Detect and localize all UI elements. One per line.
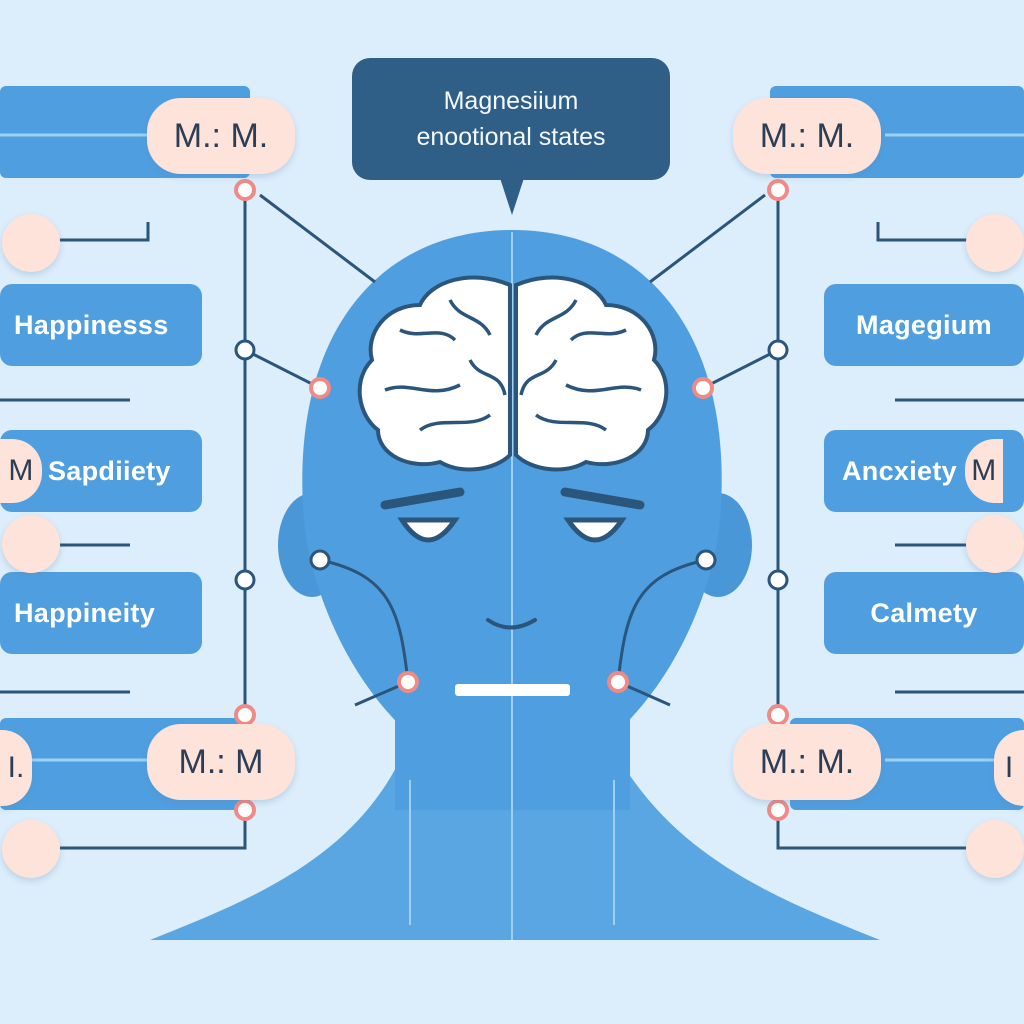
left-eye bbox=[397, 517, 460, 543]
edge-fragment-left: M bbox=[0, 439, 42, 503]
pill-bottom-left: M.: M bbox=[147, 724, 295, 800]
edge-fragment-right: M bbox=[964, 439, 1003, 503]
edge-fragment-right-bottom: I bbox=[994, 730, 1024, 806]
label-right-3: Calmety bbox=[824, 572, 1024, 654]
callout-line-2: enootional states bbox=[416, 123, 606, 151]
bubble-right-3 bbox=[966, 820, 1024, 878]
pill-top-right: M.: M. bbox=[733, 98, 881, 174]
shoulders bbox=[150, 760, 880, 940]
right-eye bbox=[563, 517, 627, 543]
label-right-1: Magegium bbox=[824, 284, 1024, 366]
label-right-2: Ancxiety M bbox=[824, 430, 1024, 512]
mouth bbox=[486, 618, 537, 630]
label-left-1: Happinesss bbox=[0, 284, 202, 366]
title-callout: Magnesiium enootional states bbox=[352, 58, 670, 180]
label-left-2-text: Sapdiiety bbox=[48, 455, 171, 486]
label-right-2-text: Ancxiety bbox=[842, 455, 957, 486]
chin-bar bbox=[455, 684, 570, 696]
bubble-left-1 bbox=[2, 214, 60, 272]
label-left-3: Happineity bbox=[0, 572, 202, 654]
bubble-right-2 bbox=[966, 515, 1024, 573]
face bbox=[380, 487, 645, 696]
brain-icon bbox=[357, 275, 669, 472]
pill-top-left: M.: M. bbox=[147, 98, 295, 174]
right-eyebrow bbox=[560, 487, 645, 510]
callout-pointer bbox=[500, 178, 524, 215]
bubble-right-1 bbox=[966, 214, 1024, 272]
left-eyebrow bbox=[380, 487, 465, 510]
label-left-2: M Sapdiiety bbox=[0, 430, 202, 512]
connector-nodes bbox=[234, 179, 789, 821]
bubble-left-3 bbox=[2, 820, 60, 878]
bubble-left-2 bbox=[2, 515, 60, 573]
pill-bottom-right: M.: M. bbox=[733, 724, 881, 800]
callout-line-1: Magnesiium bbox=[443, 87, 579, 115]
